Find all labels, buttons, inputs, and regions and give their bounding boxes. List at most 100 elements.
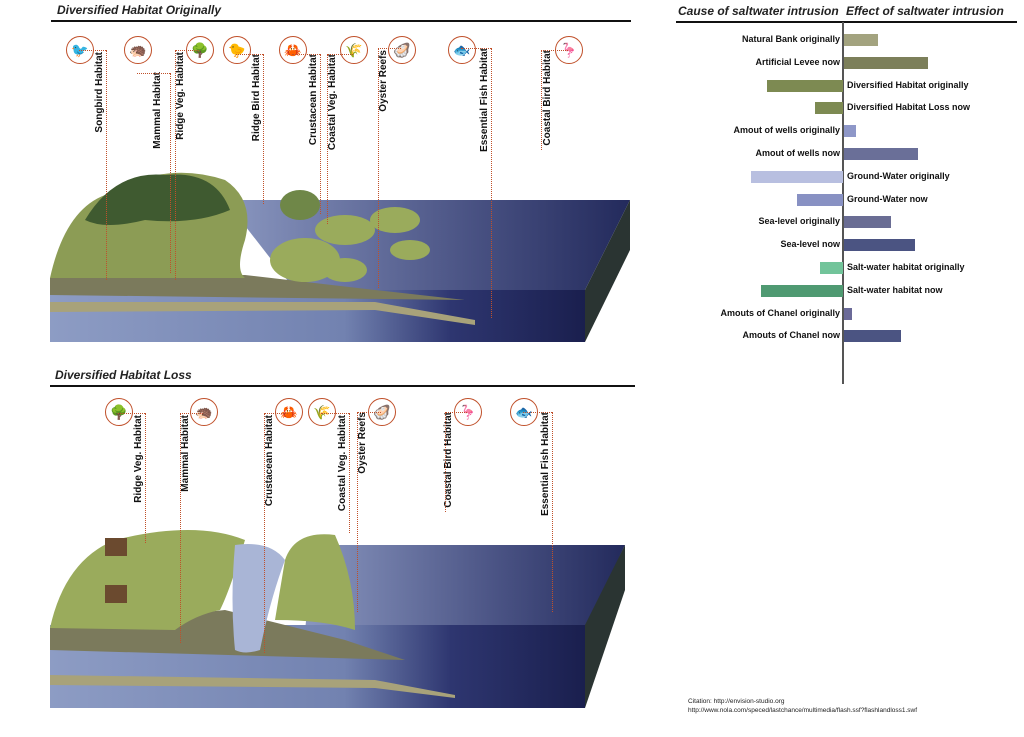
chart-category-label: Amout of wells now (755, 148, 841, 158)
chart-bar (844, 148, 918, 160)
hedgehog-icon: 🦔 (190, 398, 218, 426)
ground-layer (50, 275, 465, 300)
leader-line (292, 54, 320, 55)
chart-effect-header: Effect of saltwater intrusion (846, 4, 1004, 18)
bottom-section-rule (50, 385, 635, 387)
leader-line (445, 412, 446, 512)
marsh-island (315, 215, 375, 245)
chart-category-label: Sea-level now (780, 239, 840, 250)
chart-category-label: Sea-level originally (758, 216, 840, 227)
leader-line (378, 48, 379, 288)
leader-line (320, 54, 321, 214)
leader-line (79, 50, 106, 51)
citation-line-2: http://www.nola.com/speced/lastchance/mu… (688, 707, 918, 714)
habitat-label: Songbird Habitat (94, 52, 105, 133)
leader-line (236, 54, 263, 55)
leader-line (552, 412, 553, 612)
habitat-label: Ridge Bird Habitat (251, 54, 262, 142)
chart-category-label: Natural Bank originally (741, 34, 840, 44)
leader-line (175, 50, 199, 51)
habitat-label: Ridge Veg. Habitat (175, 52, 186, 140)
sediment-band (50, 302, 475, 325)
channel (232, 544, 285, 653)
marsh-island (323, 258, 367, 282)
leader-line (357, 412, 381, 413)
chart-category-label: Diversified Habitat originally (847, 79, 969, 90)
leader-line (461, 48, 491, 49)
habitat-label: Oyster Reefs (357, 412, 368, 474)
remaining-land-left (50, 530, 245, 630)
chart-bar (844, 216, 891, 229)
chart-category-label: Diversified Habitat Loss now (847, 102, 971, 113)
chart-bar (767, 79, 843, 92)
chart-category-label: Ground-Water now (847, 193, 928, 204)
habitat-loss-scene (50, 530, 625, 708)
tree-icon: 🌳 (105, 398, 133, 426)
leader-line (321, 413, 349, 414)
citation-line-1: Citation: http://envision-studio.org (688, 698, 785, 705)
habitat-label: Oyster Reefs (378, 50, 389, 112)
chart-cause-header: Cause of saltwater intrusion (678, 4, 839, 18)
leader-line (327, 54, 328, 224)
chart-category-label: Amouts of Chanel originally (720, 307, 840, 318)
chart-category-label: Ground-Water originally (847, 170, 950, 181)
leader-line (180, 413, 203, 414)
leader-line (137, 73, 170, 74)
chart-bar (844, 56, 928, 69)
habitat-label: Coastal Veg. Habitat (337, 415, 348, 512)
leader-line (118, 413, 145, 414)
leader-line (327, 54, 353, 55)
top-section-rule (51, 20, 631, 22)
leader-line (170, 73, 171, 273)
habitat-label: Mammal Habitat (180, 415, 191, 492)
habitat-label: Essential Fish Habitat (479, 48, 490, 152)
grass-icon: 🌾 (308, 398, 336, 426)
grass-icon: 🌾 (340, 36, 368, 64)
top-section-title: Diversified Habitat Originally (57, 3, 222, 17)
chart-category-label: Salt-water habitat originally (847, 262, 965, 272)
bird-icon: 🐤 (223, 36, 251, 64)
leader-line (541, 50, 568, 51)
marsh-island (390, 240, 430, 260)
habitat-label: Essential Fish Habitat (540, 412, 551, 516)
habitat-label: Crustacean Habitat (264, 415, 275, 507)
house (105, 585, 127, 603)
leader-line (175, 50, 176, 280)
chart-bar (815, 102, 843, 115)
chart-bar (751, 170, 843, 183)
citation: Citation: http://envision-studio.org htt… (688, 697, 917, 715)
habitat-label: Coastal Bird Habitat (542, 50, 553, 146)
leader-line (541, 50, 542, 150)
chart-category-label: Artificial Levee now (755, 56, 840, 67)
chart-bar (844, 330, 901, 343)
leader-line (445, 412, 467, 413)
leader-line (263, 54, 264, 204)
chart-category-label: Salt-water habitat now (847, 284, 943, 295)
marsh-island (270, 238, 340, 282)
sediment-band (50, 675, 455, 698)
fish-icon: 🐟 (448, 36, 476, 64)
sea-surface (305, 545, 625, 630)
leader-line (145, 413, 146, 543)
forest-canopy (85, 174, 230, 225)
leader-line (106, 50, 107, 280)
crab-icon: 🦀 (279, 36, 307, 64)
chart-bar (761, 284, 843, 297)
habitat-label: Coastal Veg. Habitat (327, 54, 338, 151)
leader-line (357, 412, 358, 612)
remaining-land-right (275, 534, 355, 630)
chart-bar (797, 193, 843, 206)
leader-line (523, 412, 552, 413)
chart-category-label: Amouts of Chanel now (742, 330, 841, 341)
habitat-original-scene (50, 172, 630, 342)
pelican-icon: 🦩 (454, 398, 482, 426)
crab-icon: 🦀 (275, 398, 303, 426)
chart-category-label: Amout of wells originally (733, 125, 840, 136)
leader-line (264, 413, 288, 414)
house (105, 538, 127, 556)
chart-bar (844, 125, 856, 138)
oyster-icon: 🦪 (388, 36, 416, 64)
bottom-section-title: Diversified Habitat Loss (55, 368, 192, 382)
chart-bar (820, 262, 843, 274)
chart-bar (844, 239, 915, 252)
